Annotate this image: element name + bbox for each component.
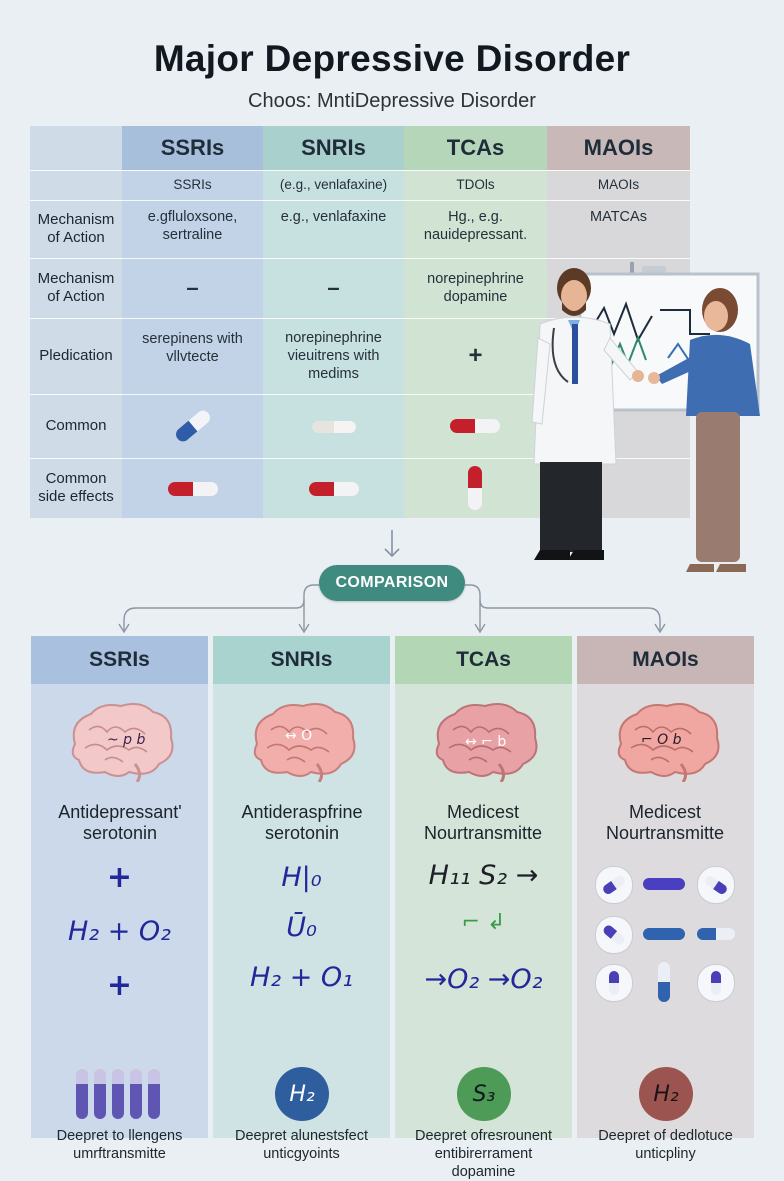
table-cell: serepinens with vllvtecte (142, 331, 243, 365)
vial-icon (148, 1069, 160, 1119)
drug-class-label: Antidepressant' serotonin (58, 802, 182, 843)
vial-icon (112, 1069, 124, 1119)
row-label-pledication: Pledication (39, 347, 113, 364)
chem-line: H₂ + O₁ (250, 962, 353, 993)
comparison-button[interactable]: COMPARISON (319, 565, 465, 601)
capsule-icon (450, 419, 500, 433)
table-cell: e.g., venlafaxine (280, 209, 387, 225)
table-column-tcas: TCAs (404, 126, 548, 518)
capsule-icon (168, 482, 218, 496)
vial-icon (130, 1069, 142, 1119)
chem-line: + (106, 860, 133, 895)
svg-text:↔ O: ↔ O (285, 728, 312, 744)
chem-line: + (106, 968, 133, 1003)
chem-line: Ū₀ (286, 912, 317, 943)
column-maois: MAOIs ⌐ O b Medicest Nourtransmitte (577, 636, 754, 1162)
table-cell-dash: – (327, 275, 340, 300)
drug-class-label: Medicest Nourtransmitte (423, 802, 543, 843)
molecule-badge: H₂ (275, 1067, 329, 1121)
chem-line: →O₂ →O₂ (424, 964, 543, 995)
capsule-icon (309, 482, 359, 496)
table-header-snris: SNRIs (263, 126, 404, 170)
chem-line: H|₀ (281, 862, 322, 893)
capsule-icon (595, 916, 633, 954)
column-snris: SNRIs ↔ O Antideraspfrine serotonin H|₀ … (213, 636, 390, 1162)
brain-icon: ↔ O (253, 703, 356, 782)
capsule-icon (468, 466, 482, 510)
table-cell: norepinephrine dopamine (427, 271, 524, 305)
column-tcas: TCAs ↔ ⌐ b Medicest Nourtransmitte H₁₁ S… (395, 636, 572, 1180)
capsule-icon (697, 928, 735, 940)
column-description: Deepret alunestsfect unticgyoints (235, 1128, 368, 1162)
svg-text:⌐ O b: ⌐ O b (641, 732, 682, 748)
capsule-icon (697, 964, 735, 1002)
column-header-ssris: SSRIs (31, 636, 208, 684)
brain-icon: ⌐ O b (617, 703, 720, 782)
column-description: Deepret to llengens umrftransmitte (56, 1128, 183, 1162)
page-subtitle: Choos: MntiDepressive Disorder (248, 90, 536, 112)
row-label-mechanism: Mechanism of Action (37, 211, 115, 246)
capsule-icon (697, 866, 735, 904)
chem-line: ⌐ ↲ (461, 910, 506, 935)
row-label-common: Common (45, 417, 107, 434)
column-ssris: SSRIs ~ p b Antidepressant' serotonin + … (31, 636, 208, 1162)
table-cell: e.gfluloxsone, sertraline (147, 209, 238, 243)
drug-comparison-table: SSRIs SNRIs TCAs MAOIs SSRIs (e.g., venl… (30, 126, 690, 518)
table-cell-plus: + (468, 342, 483, 369)
table-header-maois: MAOIs (547, 126, 690, 170)
down-arrow-icon (384, 530, 400, 558)
row-label-side-effects: Common side effects (38, 470, 114, 505)
page-title: Major Depressive Disorder (153, 38, 631, 79)
table-cell: MATCAs (590, 209, 647, 225)
table-column-snris: SNRIs (263, 126, 405, 518)
connector-lines (118, 584, 666, 634)
table-cell: norepinephrine vieuitrens with medims (285, 330, 382, 382)
column-description: Deepret ofresrounent entibirerrament dop… (414, 1128, 553, 1180)
row-label-column (30, 126, 123, 518)
table-cell: (e.g., venlafaxine) (279, 177, 388, 192)
doctor-figure (531, 268, 644, 560)
capsule-icon (595, 866, 633, 904)
capsule-icon (595, 964, 633, 1002)
vial-icon (76, 1069, 88, 1119)
table-column-ssris: SSRIs (122, 126, 264, 518)
table-cell: SSRIs (173, 177, 212, 192)
svg-text:~ p b: ~ p b (107, 732, 146, 748)
capsule-icon (643, 878, 685, 890)
chem-line: H₁₁ S₂ → (428, 860, 539, 891)
table-cell: MAOIs (597, 177, 640, 192)
table-header-ssris: SSRIs (122, 126, 263, 170)
drug-class-label: Medicest Nourtransmitte (605, 802, 725, 843)
capsule-icon (312, 421, 356, 433)
capsule-icon (643, 928, 685, 940)
column-header-snris: SNRIs (213, 636, 390, 684)
molecule-badge: S₃ (457, 1067, 511, 1121)
molecule-badge: H₂ (639, 1067, 693, 1121)
doctor-illustration (531, 262, 760, 572)
column-description: Deepret of dedlotuce unticpliny (598, 1128, 733, 1162)
drug-class-label: Antideraspfrine serotonin (241, 802, 363, 843)
table-cell: Hg., e.g. nauidepressant. (423, 209, 528, 243)
brain-icon: ~ p b (71, 703, 174, 782)
column-header-tcas: TCAs (395, 636, 572, 684)
capsule-icon (658, 962, 670, 1002)
svg-text:↔ ⌐ b: ↔ ⌐ b (465, 734, 506, 750)
chem-line: H₂ + O₂ (68, 916, 171, 947)
row-label-mechanism-2: Mechanism of Action (37, 270, 115, 305)
column-header-maois: MAOIs (577, 636, 754, 684)
vial-icon (94, 1069, 106, 1119)
table-cell: TDOls (456, 177, 495, 192)
brain-icon: ↔ ⌐ b (435, 703, 538, 782)
table-header-tcas: TCAs (404, 126, 547, 170)
table-cell-dash: – (186, 275, 199, 300)
patient-figure (648, 288, 760, 572)
